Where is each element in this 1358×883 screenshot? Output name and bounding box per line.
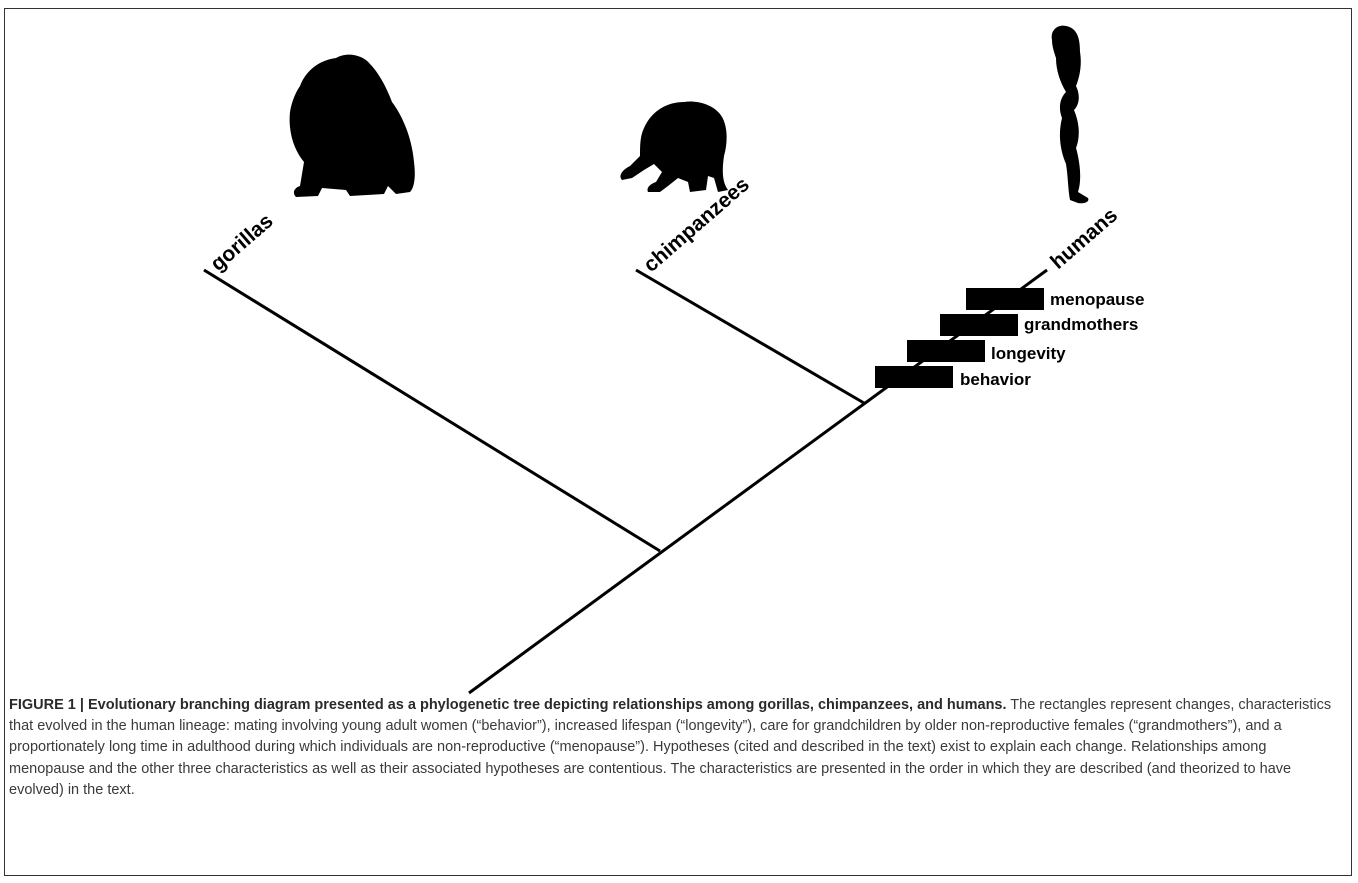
human-silhouette-icon bbox=[1051, 25, 1089, 204]
tree-branches bbox=[203, 268, 1048, 695]
taxon-label-gorillas: gorillas bbox=[206, 209, 277, 275]
trait-label-longevity: longevity bbox=[991, 344, 1066, 363]
trait-marker-longevity bbox=[907, 340, 985, 362]
chimpanzee-branch bbox=[635, 268, 865, 405]
caption-body: The rectangles represent changes, charac… bbox=[9, 697, 1332, 798]
gorilla-branch bbox=[203, 268, 661, 553]
phylogenetic-tree: menopause grandmothers longevity behavio… bbox=[203, 25, 1144, 695]
trait-label-behavior: behavior bbox=[960, 370, 1031, 389]
trait-marker-behavior bbox=[875, 366, 953, 388]
trait-marker-grandmothers bbox=[940, 314, 1018, 336]
trait-markers bbox=[875, 288, 1044, 388]
chimpanzee-silhouette-icon bbox=[620, 101, 728, 192]
trait-marker-menopause bbox=[966, 288, 1044, 310]
caption-lead: FIGURE 1 | Evolutionary branching diagra… bbox=[9, 697, 1007, 713]
trait-label-menopause: menopause bbox=[1050, 290, 1144, 309]
trait-label-grandmothers: grandmothers bbox=[1024, 315, 1138, 334]
figure-caption: FIGURE 1 | Evolutionary branching diagra… bbox=[9, 695, 1344, 801]
taxon-label-humans: humans bbox=[1046, 204, 1122, 274]
gorilla-silhouette-icon bbox=[289, 54, 415, 197]
